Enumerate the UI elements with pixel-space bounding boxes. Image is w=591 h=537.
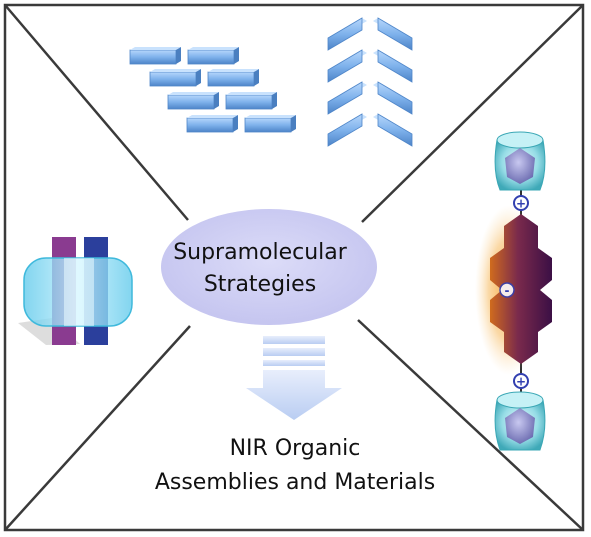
center-label: Supramolecular Strategies [160, 237, 360, 301]
bottom-label-line1: NIR Organic [229, 436, 361, 461]
diagonal-top-right [361, 4, 584, 223]
cage-dye-cage-assembly-icon: + - + [475, 131, 552, 451]
top-cage-icon [494, 131, 546, 191]
diagonal-bottom-left [4, 325, 191, 531]
herringbone-block-right [373, 17, 413, 51]
brick-block [129, 47, 181, 65]
herringbone-block-right [373, 49, 413, 83]
brick-block [244, 115, 296, 133]
down-arrow-icon [246, 336, 342, 420]
brick-block [187, 47, 239, 65]
center-label-line1: Supramolecular [173, 240, 347, 265]
plus-charge-bottom: + [513, 373, 529, 389]
center-label-line2: Strategies [203, 272, 317, 297]
dye-molecule [490, 214, 552, 364]
brick-block [225, 92, 277, 110]
host-guest-stack-icon [18, 237, 133, 345]
herringbone-block-right [373, 81, 413, 115]
herringbone-block-left [327, 113, 367, 147]
brick-block [186, 115, 238, 133]
plus-charge-top: + [513, 195, 529, 211]
herringbone-block-right [373, 113, 413, 147]
herringbone-block-left [327, 17, 367, 51]
svg-text:+: + [516, 375, 526, 389]
diagonal-bottom-right [357, 319, 584, 531]
herringbone-block-left [327, 81, 367, 115]
diagonal-top-left [4, 4, 189, 221]
center-ellipse [161, 209, 377, 325]
brick-block [207, 69, 259, 87]
herringbone-block-left [327, 49, 367, 83]
bottom-label: NIR Organic Assemblies and Materials [120, 432, 470, 500]
brick-block [149, 69, 201, 87]
brick-block [167, 92, 219, 110]
bottom-label-line2: Assemblies and Materials [154, 470, 436, 495]
svg-text:+: + [516, 197, 526, 211]
bottom-cage-icon [494, 391, 546, 451]
brick-wall-blocks-icon [129, 47, 296, 133]
svg-text:-: - [505, 284, 510, 298]
minus-charge: - [499, 282, 515, 298]
herringbone-blocks-icon [327, 17, 413, 147]
outer-frame [3, 3, 585, 532]
